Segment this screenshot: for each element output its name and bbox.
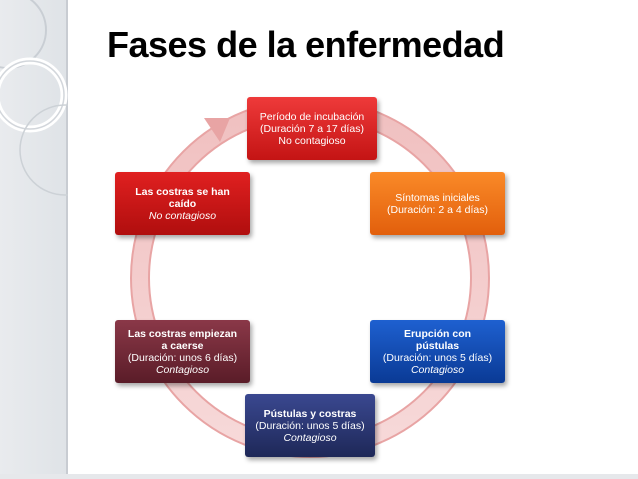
stage-caido-name-2: caído [168,197,197,210]
stage-erupcion-name-1: Erupción con [403,327,472,340]
stage-empiezan-name-1: Las costras empiezan [127,327,238,340]
stage-erupcion-duration: (Duración: unos 5 días) [382,351,493,364]
stage-pustulas-name: Pústulas y costras [263,407,357,420]
stage-incubacion-duration: (Duración 7 a 17 días) [260,122,364,135]
stage-erupcion: Erupción con pústulas (Duración: unos 5 … [370,320,505,383]
decorative-circles [0,0,68,196]
stage-incubacion: Período de incubación (Duración 7 a 17 d… [247,97,377,160]
stage-erupcion-name-2: pústulas [415,339,460,352]
stage-pustulas: Pústulas y costras (Duración: unos 5 día… [245,394,375,457]
stage-pustulas-duration: (Duración: unos 5 días) [255,419,365,432]
stage-sintomas-duration: (Duración: 2 a 4 días) [387,203,488,216]
page-title: Fases de la enfermedad [107,24,505,65]
stage-incubacion-status: No contagioso [278,134,346,147]
footer-bar [0,474,638,479]
stage-caido-name-1: Las costras se han [135,185,230,198]
cycle-arrow-head [204,118,230,142]
stage-incubacion-name: Período de incubación [259,110,365,123]
stage-empiezan-duration: (Duración: unos 6 días) [127,351,238,364]
stage-erupcion-status: Contagioso [410,363,465,376]
stage-empiezan-name-2: a caerse [161,339,204,352]
stage-pustulas-status: Contagioso [283,431,337,444]
stage-costras-empiezan: Las costras empiezan a caerse (Duración:… [115,320,250,383]
stage-sintomas: Síntomas iniciales (Duración: 2 a 4 días… [370,172,505,235]
stage-caido-status: No contagioso [148,209,217,222]
stage-sintomas-name: Síntomas iniciales [395,191,480,204]
stage-costras-caido: Las costras se han caído No contagioso [115,172,250,235]
stage-empiezan-status: Contagioso [155,363,210,376]
sidebar-decoration [0,0,68,479]
